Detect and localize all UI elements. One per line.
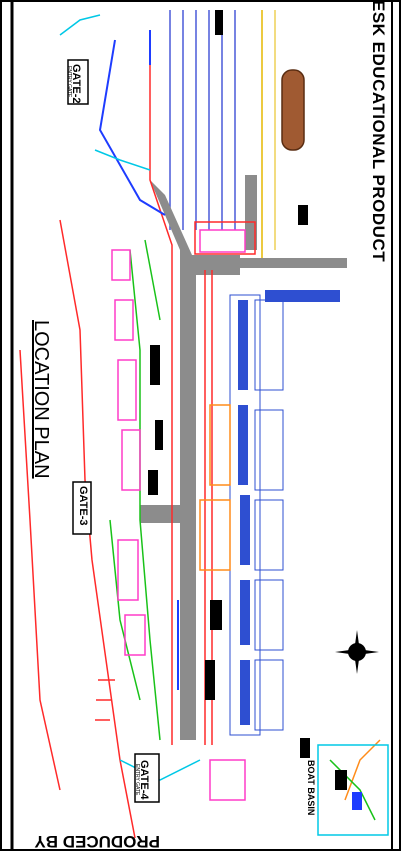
- road-network: [140, 175, 347, 740]
- north-arrow-icon: [335, 630, 379, 674]
- parking-lanes: [169, 10, 236, 230]
- site-boundary: [19, 65, 256, 839]
- boat-basin-inset: [317, 744, 389, 836]
- location-plan-title: LOCATION PLAN: [30, 320, 52, 479]
- gate-3-label-box: [72, 481, 92, 535]
- gate-4-subtitle: ENTRY GATE: [134, 764, 140, 796]
- boat-basin-label: BOAT BASIN: [306, 760, 316, 816]
- landscape-lines: [109, 239, 161, 741]
- gate-2-subtitle: ENTRY GATE: [66, 66, 72, 98]
- cyan-edges: [59, 14, 201, 781]
- detail-blocks: [148, 10, 310, 758]
- orange-accents: [199, 404, 381, 801]
- berth-outlines: [229, 294, 284, 736]
- storage-tank: [281, 69, 305, 151]
- header-banner: ESK EDUCATIONAL PRODUCT: [369, 0, 388, 263]
- pink-buildings: [111, 229, 246, 801]
- utility-lines: [98, 30, 179, 690]
- gate-2-label-box: [67, 59, 89, 105]
- gate-3-label: GATE-3: [77, 486, 89, 526]
- footer-banner: PRODUCED BY: [34, 832, 160, 851]
- berth-buildings: [238, 290, 340, 725]
- gate-4-label-box: [134, 753, 160, 803]
